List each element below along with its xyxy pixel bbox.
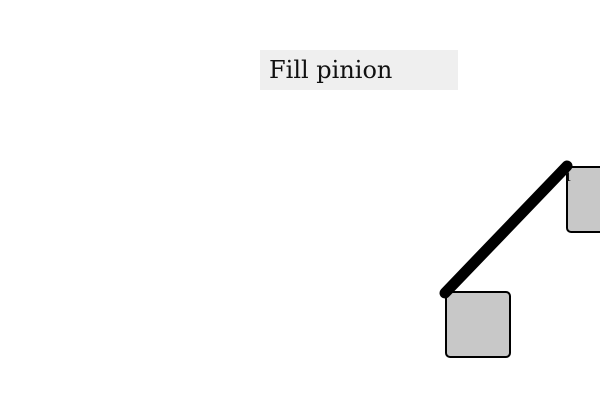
- upper-block-label: 1: [565, 171, 572, 184]
- task-label: Fill pinion: [260, 50, 458, 90]
- connector-rod[interactable]: [439, 160, 573, 299]
- lower-block[interactable]: [445, 291, 511, 358]
- upper-block[interactable]: [566, 166, 600, 233]
